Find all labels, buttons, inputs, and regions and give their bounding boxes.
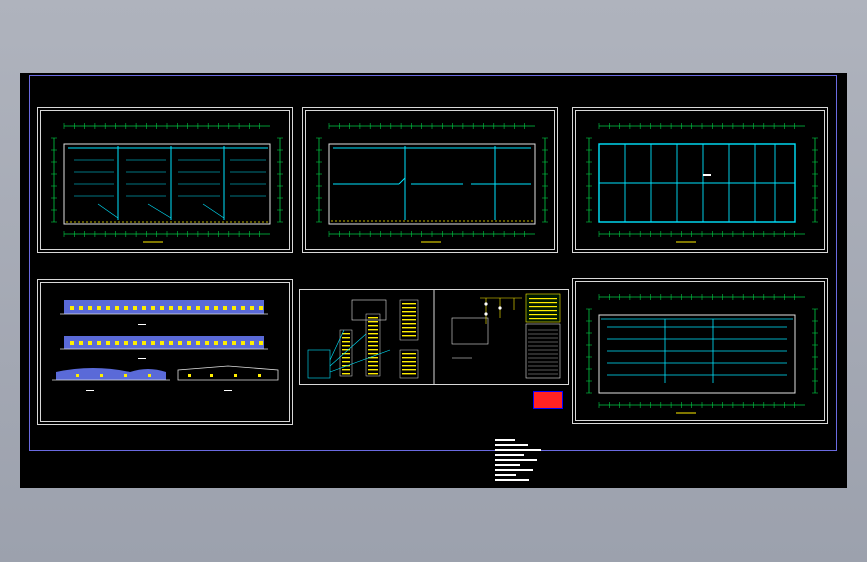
sheet-border (575, 281, 825, 421)
sheet-floor-plan-3[interactable] (572, 107, 828, 253)
cad-viewport[interactable] (20, 73, 847, 488)
sheet-floor-plan-1[interactable] (37, 107, 293, 253)
floor-plan-1-drawing (51, 123, 283, 243)
drawing-notes (493, 437, 549, 487)
sheet-floor-plan-4[interactable] (572, 278, 828, 424)
floor-plan-4-drawing (586, 294, 818, 414)
elevations-drawing (52, 300, 279, 391)
sheet-wiring-diagram[interactable] (299, 289, 569, 385)
sheet-border (575, 110, 825, 250)
notes-text-lines (495, 439, 541, 481)
sheet-border (305, 110, 555, 250)
wiring-diagram-drawing (307, 290, 561, 384)
floor-plan-2-drawing (316, 123, 548, 243)
sheet-floor-plan-2[interactable] (302, 107, 558, 253)
drawing-frame (29, 75, 837, 451)
red-stamp (533, 391, 563, 409)
sheet-border (40, 110, 290, 250)
floor-plan-3-drawing (586, 123, 818, 243)
sheet-elevations[interactable] (37, 279, 293, 425)
sheet-border (40, 282, 290, 422)
